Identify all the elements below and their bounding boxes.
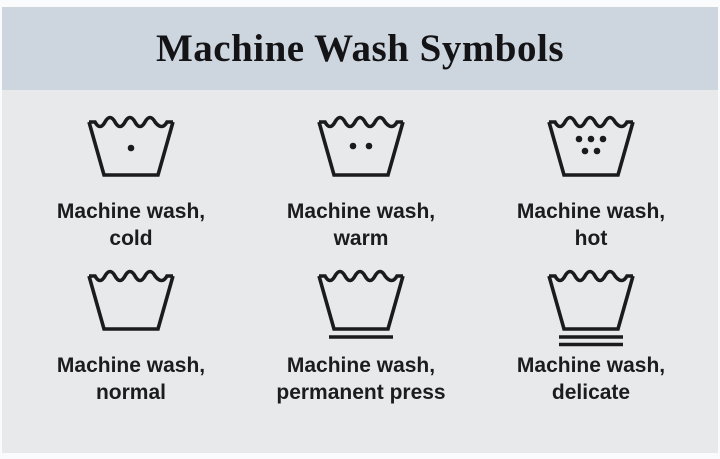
item-machine-wash-permanent-press: Machine wash, permanent press	[246, 266, 476, 406]
item-label: Machine wash, hot	[517, 198, 665, 252]
machine-wash-hot-icon	[547, 115, 635, 177]
item-machine-wash-delicate: Machine wash, delicate	[476, 266, 706, 406]
item-label: Machine wash, warm	[287, 198, 435, 252]
machine-wash-normal-icon	[87, 269, 175, 331]
machine-wash-warm-icon	[317, 115, 405, 177]
header-banner: Machine Wash Symbols	[2, 7, 718, 90]
item-label-line2: cold	[109, 227, 153, 250]
item-machine-wash-warm: Machine wash, warm	[246, 112, 476, 252]
item-label-line2: delicate	[551, 381, 631, 404]
symbols-panel: Machine wash, cold Machine wash, warm Ma…	[2, 90, 718, 453]
item-label-line1: Machine wash,	[516, 354, 666, 377]
item-machine-wash-hot: Machine wash, hot	[476, 112, 706, 252]
item-label-line1: Machine wash,	[516, 200, 666, 223]
item-label: Machine wash, cold	[57, 198, 205, 252]
machine-wash-delicate-icon	[547, 269, 635, 347]
item-label-line2: normal	[95, 381, 166, 404]
item-label-line2: hot	[574, 227, 608, 250]
item-label: Machine wash, normal	[57, 352, 205, 406]
item-label-line1: Machine wash,	[56, 354, 206, 377]
page-title: Machine Wash Symbols	[155, 27, 565, 70]
machine-wash-cold-icon	[87, 115, 175, 177]
item-label-line2: warm	[333, 227, 389, 250]
item-label-line1: Machine wash,	[56, 200, 206, 223]
item-label: Machine wash, permanent press	[276, 352, 445, 406]
item-label-line2: permanent press	[276, 381, 446, 404]
symbols-grid: Machine wash, cold Machine wash, warm Ma…	[2, 90, 718, 406]
item-machine-wash-cold: Machine wash, cold	[16, 112, 246, 252]
item-label: Machine wash, delicate	[517, 352, 665, 406]
item-label-line1: Machine wash,	[286, 354, 436, 377]
item-machine-wash-normal: Machine wash, normal	[16, 266, 246, 406]
machine-wash-permanent-press-icon	[317, 269, 405, 339]
item-label-line1: Machine wash,	[286, 200, 436, 223]
